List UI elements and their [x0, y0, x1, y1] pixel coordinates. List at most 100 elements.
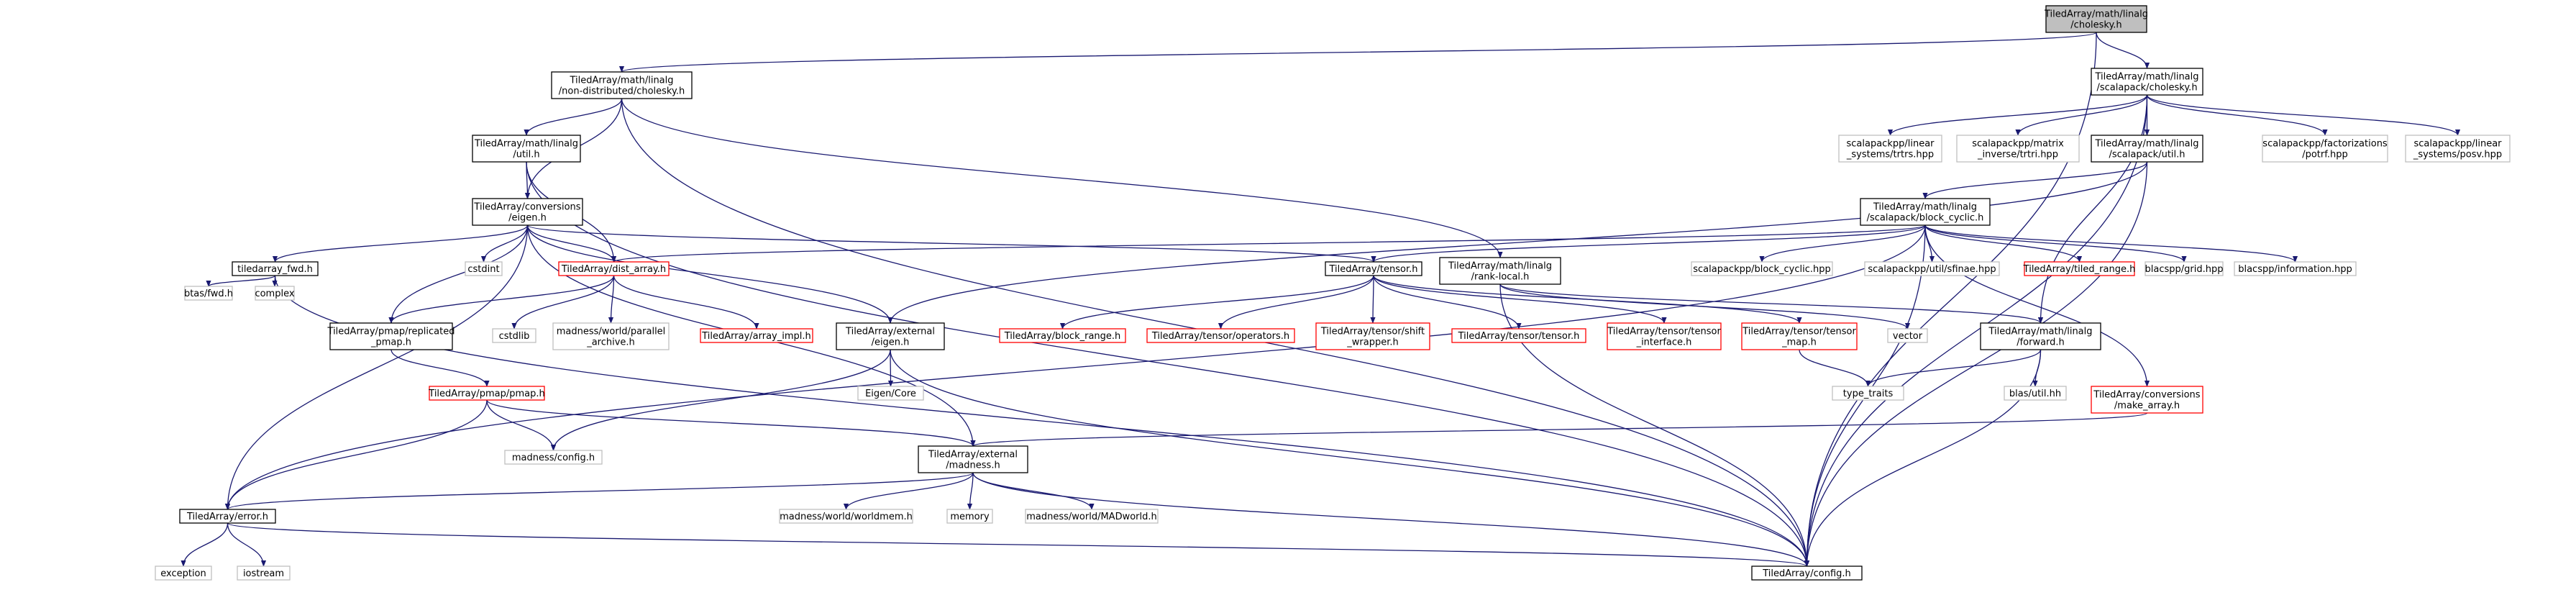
node-worldmem[interactable]: madness/world/worldmem.h — [779, 509, 913, 524]
node-conv_eigen[interactable]: TiledArray/conversions/eigen.h — [472, 198, 583, 226]
node-rank_local[interactable]: TiledArray/math/linalg/rank-local.h — [1439, 257, 1561, 285]
node-fwd[interactable]: tiledarray_fwd.h — [232, 261, 319, 276]
node-trtri[interactable]: scalapackpp/matrix_inverse/trtri.hpp — [1956, 135, 2080, 163]
node-label: TiledArray/tiled_range.h — [2023, 264, 2136, 275]
edge-sl_cholesky-to-forward — [2037, 94, 2148, 324]
edge-ext_madness-to-worldmem — [843, 472, 974, 510]
edge-replicated_pmap-to-pmap — [390, 349, 490, 387]
edge-block_cyclic-to-grid — [1924, 224, 2187, 263]
node-label: scalapackpp/linear — [2413, 139, 2502, 150]
node-label: TiledArray/math/linalg — [2094, 139, 2198, 150]
node-box — [2091, 68, 2203, 96]
node-box — [1146, 328, 1295, 343]
node-box — [1691, 261, 1833, 276]
node-sl_cholesky[interactable]: TiledArray/math/linalg/scalapack/cholesk… — [2091, 68, 2203, 96]
edge-forward-to-config — [1804, 349, 2042, 567]
node-label: scalapackpp/linear — [1846, 139, 1935, 150]
edge-sl_cholesky-to-posv — [2146, 94, 2461, 136]
edge-sl_util-to-ext_eigen — [887, 161, 2148, 324]
node-posv[interactable]: scalapackpp/linear_systems/posv.hpp — [2405, 135, 2511, 163]
node-label: blacspp/information.hpp — [2238, 264, 2352, 275]
node-memory[interactable]: memory — [946, 509, 993, 524]
node-sl_util[interactable]: TiledArray/math/linalg/scalapack/util.h — [2091, 135, 2203, 163]
node-tiled_range[interactable]: TiledArray/tiled_range.h — [2023, 261, 2136, 276]
node-label: /forward.h — [2017, 337, 2065, 348]
node-label: _systems/posv.hpp — [2413, 150, 2502, 160]
node-label: Eigen/Core — [865, 389, 916, 399]
node-forward[interactable]: TiledArray/math/linalg/forward.h — [1980, 322, 2101, 350]
edge-conv_eigen-to-replicated_pmap — [388, 224, 529, 324]
node-pmap[interactable]: TiledArray/pmap/pmap.h — [428, 386, 545, 401]
node-label: /scalapack/util.h — [2109, 150, 2185, 160]
node-iostream[interactable]: iostream — [237, 566, 291, 581]
node-ext_eigen[interactable]: TiledArray/external/eigen.h — [836, 322, 945, 350]
node-madness_config[interactable]: madness/config.h — [504, 450, 603, 465]
node-spp_block_cyclic[interactable]: scalapackpp/block_cyclic.hpp — [1691, 261, 1833, 276]
edge-conv_eigen-to-dist_array — [526, 224, 617, 263]
edge-tensor-to-shift_wrapper — [1370, 275, 1376, 324]
node-label: scalapackpp/util/sfinae.hpp — [1868, 264, 1996, 275]
node-sfinae[interactable]: scalapackpp/util/sfinae.hpp — [1864, 261, 2000, 276]
node-box — [2145, 261, 2224, 276]
node-blas_util[interactable]: blas/util.hh — [2004, 386, 2067, 401]
node-block_cyclic[interactable]: TiledArray/math/linalg/scalapack/block_c… — [1860, 198, 1991, 226]
node-grid[interactable]: blacspp/grid.hpp — [2145, 261, 2224, 276]
node-madworld[interactable]: madness/world/MADworld.h — [1025, 509, 1159, 524]
node-label: TiledArray/math/linalg — [2044, 9, 2148, 20]
node-ext_madness[interactable]: TiledArray/external/madness.h — [918, 445, 1028, 473]
node-information[interactable]: blacspp/information.hpp — [2234, 261, 2357, 276]
node-tensor_tensor[interactable]: TiledArray/tensor/tensor.h — [1451, 328, 1586, 343]
node-label: TiledArray/math/linalg — [569, 76, 673, 86]
node-type_traits[interactable]: type_traits — [1832, 386, 1904, 401]
node-eigen_core[interactable]: Eigen/Core — [857, 386, 924, 401]
node-tensor_interface[interactable]: TiledArray/tensor/tensor_interface.h — [1607, 322, 1722, 350]
node-label: _pmap.h — [370, 337, 411, 348]
edge-fwd-to-btas_fwd — [206, 275, 276, 287]
node-box — [1325, 261, 1422, 276]
node-label: tiledarray_fwd.h — [237, 264, 313, 275]
node-box — [700, 328, 813, 343]
node-cstdint[interactable]: cstdint — [465, 261, 503, 276]
node-box — [2405, 135, 2511, 163]
node-trtrs[interactable]: scalapackpp/linear_systems/trtrs.hpp — [1838, 135, 1942, 163]
node-operators[interactable]: TiledArray/tensor/operators.h — [1146, 328, 1295, 343]
node-shift_wrapper[interactable]: TiledArray/tensor/shift_wrapper.h — [1315, 322, 1430, 350]
node-btas_fwd[interactable]: btas/fwd.h — [184, 286, 233, 301]
edge-cholesky-to-config — [1804, 32, 2097, 567]
node-box — [2234, 261, 2357, 276]
node-replicated_pmap[interactable]: TiledArray/pmap/replicated_pmap.h — [327, 322, 455, 350]
node-util[interactable]: TiledArray/math/linalg/util.h — [472, 135, 581, 163]
node-vector[interactable]: vector — [1887, 328, 1928, 343]
node-tensor_map[interactable]: TiledArray/tensor/tensor_map.h — [1741, 322, 1858, 350]
node-potrf[interactable]: scalapackpp/factorizations/potrf.hpp — [2262, 135, 2388, 163]
node-block_range[interactable]: TiledArray/block_range.h — [999, 328, 1126, 343]
node-make_array[interactable]: TiledArray/conversions/make_array.h — [2091, 386, 2203, 414]
edge-sl_cholesky-to-config — [1804, 94, 2148, 567]
node-box — [779, 509, 913, 524]
node-complex[interactable]: complex — [255, 286, 295, 301]
node-label: TiledArray/math/linalg — [474, 139, 578, 150]
node-box — [1832, 386, 1904, 401]
node-cstdlib[interactable]: cstdlib — [492, 328, 536, 343]
edge-sl_cholesky-to-potrf — [2146, 94, 2328, 136]
edge-block_cyclic-to-make_array — [1924, 224, 2150, 387]
edge-rank_local-to-vector — [1499, 283, 1910, 330]
node-parallel_archive[interactable]: madness/world/parallel_archive.h — [552, 322, 670, 350]
node-cholesky[interactable]: TiledArray/math/linalg/cholesky.h — [2044, 5, 2148, 33]
node-label: TiledArray/math/linalg — [2094, 72, 2198, 83]
node-error[interactable]: TiledArray/error.h — [179, 509, 276, 524]
node-array_impl[interactable]: TiledArray/array_impl.h — [700, 328, 813, 343]
node-config[interactable]: TiledArray/config.h — [1751, 566, 1863, 581]
node-label: /util.h — [513, 150, 539, 160]
node-box — [1315, 322, 1430, 350]
node-box — [232, 261, 319, 276]
node-label: madness/world/worldmem.h — [780, 512, 913, 522]
node-label: TiledArray/math/linalg — [1988, 327, 2092, 337]
node-dist_array[interactable]: TiledArray/dist_array.h — [558, 261, 670, 276]
node-nd_cholesky[interactable]: TiledArray/math/linalg/non-distributed/c… — [551, 71, 693, 99]
node-box — [1860, 198, 1991, 226]
node-exception[interactable]: exception — [155, 566, 212, 581]
node-box — [552, 322, 670, 350]
node-tensor[interactable]: TiledArray/tensor.h — [1325, 261, 1422, 276]
